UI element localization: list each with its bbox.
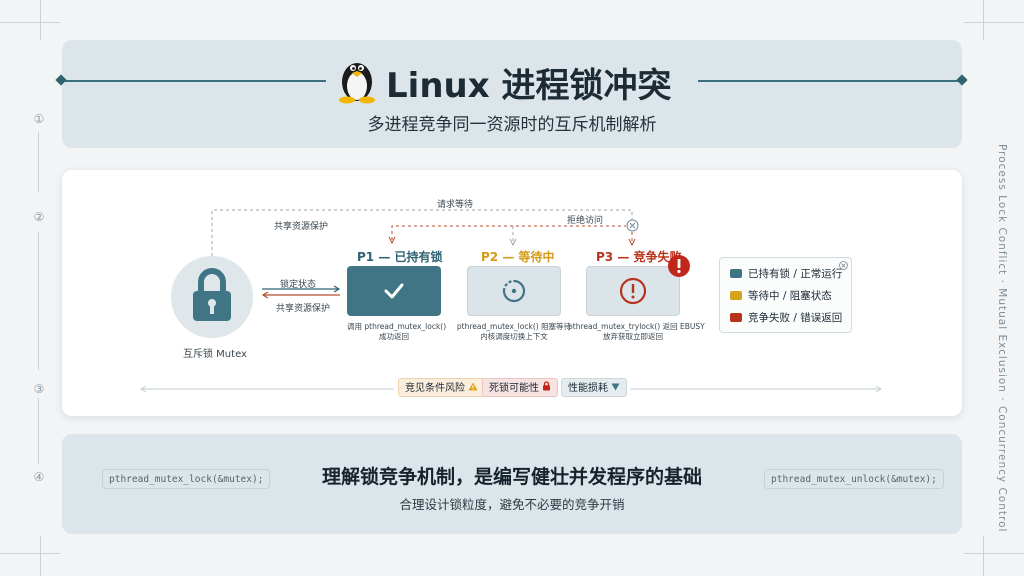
code-snippet-unlock: pthread_mutex_unlock(&mutex); [764,469,944,489]
page-title: Linux 进程锁冲突 [386,66,672,106]
chip-label: 死锁可能性 [489,383,539,394]
legend-item-held: 已持有锁 / 正常运行 [730,266,842,281]
waiting-cycle-icon [502,279,526,303]
legend-label: 竞争失败 / 错误返回 [748,312,843,324]
process-box-p1 [347,266,441,316]
step-rail-segment [38,398,39,464]
page-subtitle: 多进程竞争同一资源时的互斥机制解析 [367,115,657,135]
close-icon[interactable] [839,261,848,270]
step-number-3: ③ [33,382,45,396]
process-title-p1: P1 — 已持有锁 [357,250,443,264]
mutex-label: 互斥锁 Mutex [183,349,247,360]
chip-race-condition: 竞见条件风险 [398,378,485,397]
warning-icon [468,379,478,398]
corner-decoration-bottom-left [0,536,60,576]
reject-access-label: 拒绝访问 [567,216,604,226]
lock-icon [542,379,551,398]
caption-line: 调用 pthread_mutex_lock() [347,322,447,331]
lock-state-label: 锁定状态 [280,280,317,290]
down-triangle-icon [611,379,620,398]
footer-subtitle: 合理设计锁粒度，避免不必要的竞争开销 [399,497,625,512]
chip-deadlock: 死锁可能性 [482,378,558,397]
exclamation-badge-icon [668,255,690,277]
legend-item-failed: 竞争失败 / 错误返回 [730,310,842,325]
process-caption-p2: pthread_mutex_lock() 阻塞等待 内核调度切换上下文 [453,322,575,342]
corner-decoration-top-right [964,0,1024,40]
process-title-p2: P2 — 等待中 [481,250,555,264]
chip-performance: 性能损耗 [561,378,627,397]
step-rail-segment [38,132,39,192]
footer-panel [62,434,962,534]
step-rail-segment [38,232,39,370]
legend-swatch [730,313,742,322]
corner-decoration-top-left [0,0,60,40]
code-snippet-lock: pthread_mutex_lock(&mutex); [102,469,271,489]
legend-item-waiting: 等待中 / 阻塞状态 [730,288,832,303]
caption-line: pthread_mutex_lock() 阻塞等待 [456,322,572,331]
checkmark-icon [384,283,404,299]
legend-label: 已持有锁 / 正常运行 [748,268,843,280]
chip-label: 竞见条件风险 [405,383,465,394]
process-box-p3 [586,266,680,316]
chip-label: 性能损耗 [568,383,608,394]
footer-title: 理解锁竞争机制，是编写健壮并发程序的基础 [321,466,702,488]
caption-line: 成功返回 [379,332,409,341]
title-rule-left [62,80,326,82]
padlock-icon [193,268,231,321]
process-box-p2 [467,266,561,316]
process-caption-p1: 调用 pthread_mutex_lock() 成功返回 [347,322,447,342]
side-caption: Process Lock Conflict · Mutual Exclusion… [996,144,1008,533]
shared-resource-label-mid: 共享资源保护 [276,304,331,314]
tux-penguin-icon [339,63,375,104]
caption-line: pthread_mutex_trylock() 返回 EBUSY [568,322,705,331]
status-legend: 已持有锁 / 正常运行 等待中 / 阻塞状态 竞争失败 / 错误返回 [719,257,852,333]
corner-decoration-bottom-right [964,536,1024,576]
step-number-2: ② [33,210,45,224]
request-wait-label: 请求等待 [437,200,474,210]
title-rule-right [698,80,962,82]
process-caption-p3: pthread_mutex_trylock() 返回 EBUSY 放弃获取立即返… [568,322,705,342]
caption-line: 内核调度切换上下文 [480,332,548,341]
legend-swatch [730,269,742,278]
legend-label: 等待中 / 阻塞状态 [748,290,832,302]
shared-resource-label-top: 共享资源保护 [274,222,329,232]
legend-swatch [730,291,742,300]
step-number-1: ① [33,112,45,126]
caption-line: 放弃获取立即返回 [603,332,663,341]
process-title-p3: P3 — 竞争失败 [596,250,682,264]
step-number-4: ④ [33,470,45,484]
reject-x-icon [626,219,639,232]
header-panel [62,40,962,148]
error-alert-icon [619,277,647,305]
